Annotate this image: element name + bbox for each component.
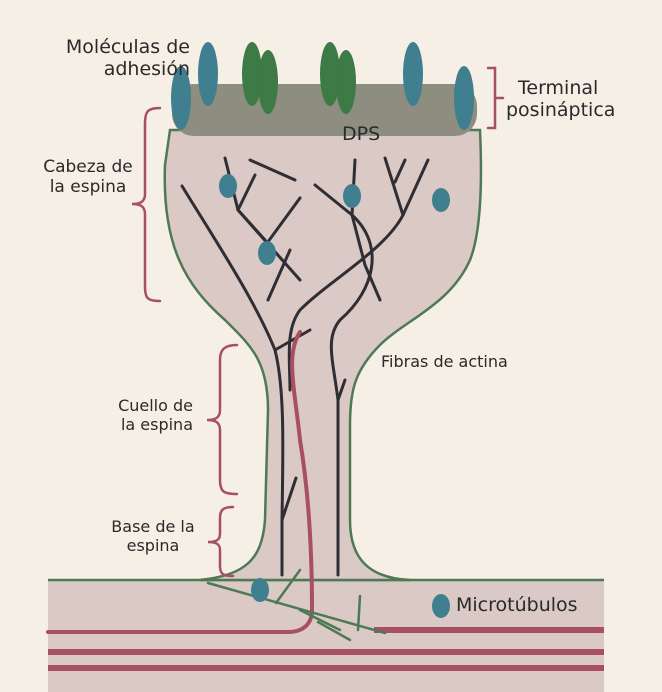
label-terminal-line2: posináptica <box>506 99 616 122</box>
spine-body <box>163 128 483 582</box>
label-microtubules: Microtúbulos <box>456 594 578 616</box>
label-spine-base: Base de la espina <box>103 517 203 556</box>
label-spine-head: Cabeza de la espina <box>38 157 138 197</box>
bracket-neck <box>206 343 239 496</box>
label-adhesion-line2: adhesión <box>103 58 190 81</box>
label-dps: DPS <box>342 123 381 145</box>
label-terminal-line1: Terminal <box>518 77 599 99</box>
label-base-line2: espina <box>126 535 180 555</box>
adhesion-molecules <box>171 42 474 130</box>
dendrite-shaft <box>48 580 604 692</box>
microtubule-neck <box>46 330 315 634</box>
label-neck-line2: la espina <box>120 414 193 434</box>
spine-receptors <box>219 174 450 618</box>
base-actin <box>206 568 387 642</box>
label-neck-line1: Cuello de <box>118 396 193 415</box>
bracket-base <box>207 505 235 578</box>
bracket-head <box>131 106 162 303</box>
label-base-line1: Base de la <box>111 517 195 536</box>
label-adhesion-line1: Moléculas de <box>65 36 190 58</box>
bracket-terminal <box>486 66 505 130</box>
label-adhesion-molecules: Moléculas de adhesión <box>40 36 190 81</box>
label-spine-neck: Cuello de la espina <box>100 396 193 435</box>
label-head-line2: la espina <box>49 177 127 198</box>
label-postsynaptic-terminal: Terminal posináptica <box>506 77 615 122</box>
label-actin-fibers: Fibras de actina <box>381 352 508 371</box>
label-head-line1: Cabeza de <box>43 157 133 177</box>
